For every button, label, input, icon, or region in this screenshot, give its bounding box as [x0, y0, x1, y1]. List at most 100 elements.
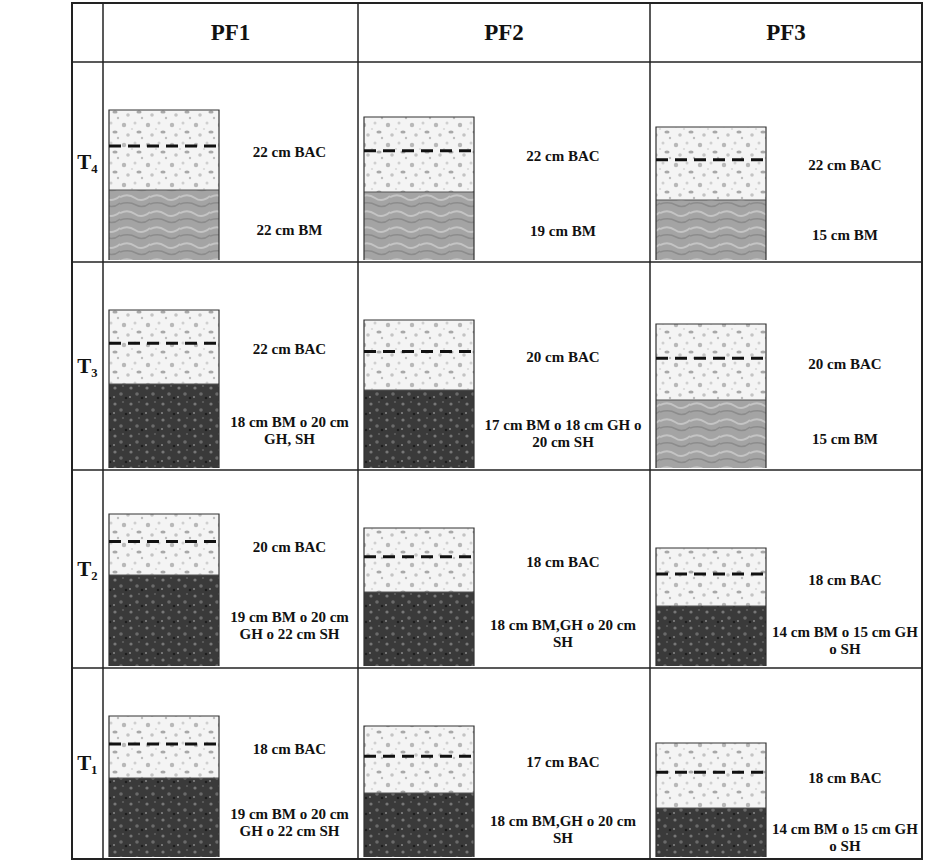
layer-outline	[109, 716, 219, 857]
column-header: PF3	[654, 24, 918, 41]
base-layer	[656, 808, 766, 857]
layer-thickness: 18 cm BAC	[480, 554, 646, 571]
layer-boundary	[656, 606, 766, 607]
layer-thickness: 22 cm BAC	[225, 341, 354, 358]
base-layer	[364, 192, 474, 260]
asphalt-layer	[656, 548, 766, 606]
base-layer	[109, 190, 219, 260]
row-line	[72, 469, 922, 471]
layer-boundary	[109, 384, 219, 385]
layer-thickness: 22 cm BAC	[480, 148, 646, 165]
layer-thickness: 18 cm BAC	[772, 770, 918, 787]
layer-outline	[364, 320, 474, 468]
column-header: PF2	[362, 24, 646, 41]
layer-outline	[109, 310, 219, 468]
column-line	[102, 3, 104, 859]
dashed-line	[656, 158, 766, 161]
dashed-line	[109, 742, 219, 745]
layer-outline	[109, 514, 219, 666]
asphalt-layer	[656, 324, 766, 400]
layer-thickness: 18 cm BM,GH o 20 cm SH	[480, 813, 646, 847]
dashed-line	[109, 145, 219, 148]
row-header: T₁	[73, 755, 102, 772]
base-layer	[109, 575, 219, 666]
layer-thickness: 19 cm BM o 20 cm GH o 22 cm SH	[225, 609, 354, 643]
layer-thickness: 22 cm BM	[225, 222, 354, 239]
asphalt-layer	[656, 127, 766, 200]
layer-thickness: 18 cm BAC	[225, 741, 354, 758]
row-header: T₄	[73, 154, 102, 171]
base-layer	[656, 606, 766, 666]
layer-boundary	[656, 808, 766, 809]
layer-thickness: 18 cm BM,GH o 20 cm SH	[480, 617, 646, 651]
dashed-line	[109, 540, 219, 543]
layer-thickness: 17 cm BAC	[480, 754, 646, 771]
layer-thickness: 15 cm BM	[772, 431, 918, 448]
layer-thickness: 19 cm BM	[480, 223, 646, 240]
column-line	[357, 3, 359, 859]
layer-boundary	[364, 390, 474, 391]
row-header: T₃	[73, 358, 102, 375]
dashed-line	[364, 555, 474, 558]
layer-boundary	[364, 192, 474, 193]
dashed-line	[364, 350, 474, 353]
layer-thickness: 22 cm BAC	[772, 157, 918, 174]
asphalt-layer	[656, 743, 766, 808]
layer-outline	[109, 110, 219, 260]
asphalt-layer	[109, 310, 219, 384]
layer-thickness: 14 cm BM o 15 cm GH o SH	[772, 821, 918, 855]
layer-boundary	[364, 793, 474, 794]
asphalt-layer	[109, 716, 219, 778]
row-line	[72, 61, 922, 63]
base-layer	[656, 200, 766, 260]
layer-boundary	[109, 575, 219, 576]
layer-boundary	[364, 592, 474, 593]
row-line	[72, 667, 922, 669]
base-layer	[109, 384, 219, 468]
layer-boundary	[656, 200, 766, 201]
dashed-line	[109, 342, 219, 345]
layer-thickness: 20 cm BAC	[225, 539, 354, 556]
layer-boundary	[109, 190, 219, 191]
layer-outline	[364, 117, 474, 260]
layer-outline	[364, 726, 474, 857]
dashed-line	[656, 573, 766, 576]
layer-thickness: 19 cm BM o 20 cm GH o 22 cm SH	[225, 806, 354, 840]
layer-thickness: 15 cm BM	[772, 227, 918, 244]
asphalt-layer	[364, 726, 474, 793]
table-border	[72, 3, 922, 859]
asphalt-layer	[109, 110, 219, 190]
layer-thickness: 20 cm BAC	[480, 349, 646, 366]
layer-thickness: 18 cm BAC	[772, 572, 918, 589]
layer-thickness: 22 cm BAC	[225, 144, 354, 161]
row-line	[72, 261, 922, 263]
base-layer	[364, 793, 474, 857]
row-header: T₂	[73, 561, 102, 578]
layer-outline	[656, 127, 766, 260]
dashed-line	[656, 357, 766, 360]
asphalt-layer	[109, 514, 219, 575]
asphalt-layer	[364, 528, 474, 592]
column-header: PF1	[107, 24, 354, 41]
dashed-line	[364, 149, 474, 152]
asphalt-layer	[364, 117, 474, 192]
dashed-line	[364, 755, 474, 758]
layer-thickness: 14 cm BM o 15 cm GH o SH	[772, 624, 918, 658]
layer-thickness: 18 cm BM o 20 cm GH, SH	[225, 414, 354, 448]
column-line	[649, 3, 651, 859]
asphalt-layer	[364, 320, 474, 390]
layer-thickness: 20 cm BAC	[772, 356, 918, 373]
layer-thickness: 17 cm BM o 18 cm GH o 20 cm SH	[480, 417, 646, 451]
layer-outline	[656, 324, 766, 468]
base-layer	[364, 592, 474, 666]
layer-boundary	[109, 778, 219, 779]
base-layer	[656, 400, 766, 468]
layer-outline	[656, 548, 766, 666]
layer-boundary	[656, 400, 766, 401]
layer-outline	[364, 528, 474, 666]
layer-outline	[656, 743, 766, 857]
base-layer	[109, 778, 219, 857]
base-layer	[364, 390, 474, 468]
dashed-line	[656, 771, 766, 774]
